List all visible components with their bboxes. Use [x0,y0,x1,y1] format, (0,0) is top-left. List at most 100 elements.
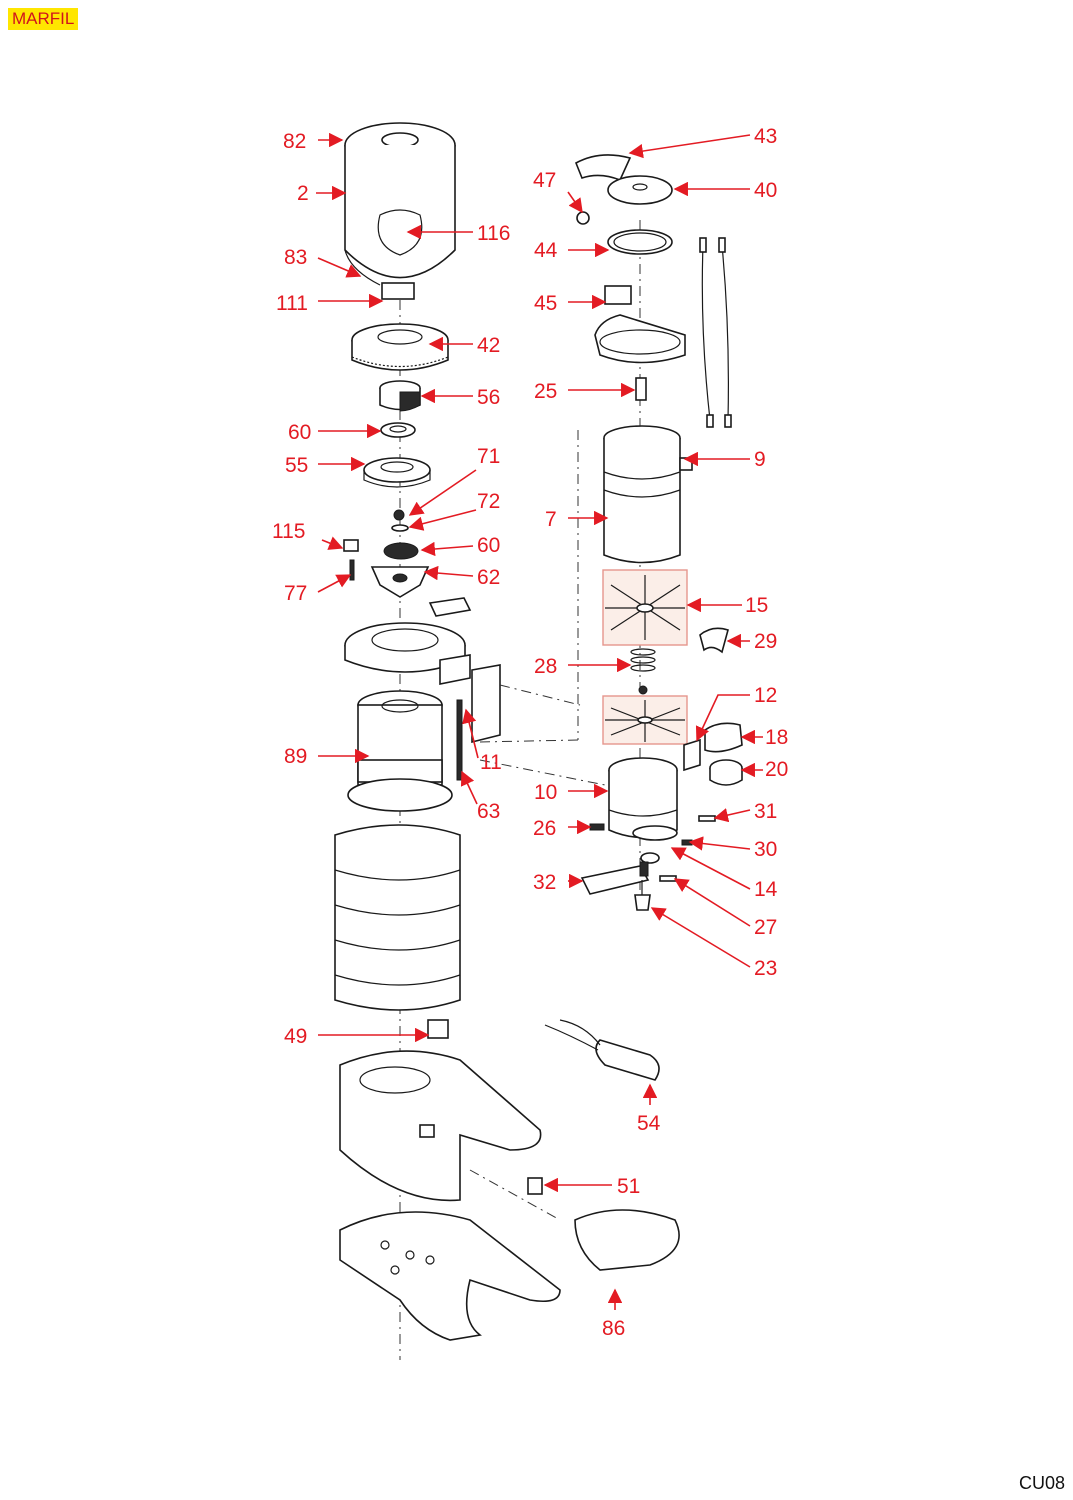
outlet-nozzle [634,880,651,911]
callout-115: 115 [272,520,344,550]
part-number-26: 26 [533,817,556,840]
upper-burr [380,422,416,438]
grinder-base [339,1050,542,1202]
callout-71: 71 [408,445,500,516]
knob-screw [576,211,590,225]
doser-spring [630,648,656,695]
part-number-56: 56 [477,386,500,409]
hopper [344,122,456,300]
part-number-20: 20 [765,758,788,781]
callout-63: 63 [460,770,500,823]
leader-line-27 [673,878,751,927]
capacitor [544,1019,660,1081]
part-number-9: 9 [754,448,766,471]
rubber-foot [527,1177,543,1195]
callout-56: 56 [420,386,500,409]
lever-pin [659,875,677,882]
linkage-dashes [479,739,606,786]
brand-label: MARFIL [8,8,79,30]
doser-funnel [594,314,686,364]
part-number-55: 55 [285,454,308,477]
callout-32: 32 [533,871,584,894]
part-number-23: 23 [754,957,777,980]
part-number-60: 60 [477,534,500,557]
callout-54: 54 [637,1083,661,1135]
leader-line-60 [420,541,474,557]
part-number-29: 29 [754,630,777,653]
doser-lid [607,175,673,205]
doser-spindle [635,377,647,401]
half-ring [699,627,729,654]
callout-62: 62 [423,565,500,589]
burr-flange [363,457,431,488]
motor-flange [344,622,471,685]
callout-23: 23 [650,907,777,980]
wire-pair [699,237,732,428]
burr-support [370,566,430,598]
part-number-15: 15 [745,594,768,617]
screw-pin [343,539,359,581]
leader-line-30 [688,836,751,851]
callout-89: 89 [284,745,370,768]
part-number-111: 111 [276,292,308,315]
callout-116: 116 [406,222,510,245]
callout-28: 28 [534,655,632,678]
part-number-63: 63 [477,800,500,823]
callout-86: 86 [602,1288,625,1340]
part-number-77: 77 [284,582,307,605]
callout-15: 15 [686,594,768,617]
callout-44: 44 [534,239,610,262]
leader-line-47 [567,191,583,214]
callout-30: 30 [688,836,777,861]
callout-43: 43 [628,125,777,159]
part-number-28: 28 [534,655,557,678]
leader-line-12 [695,694,750,742]
leader-line-31 [713,808,751,823]
part-number-11: 11 [480,751,502,774]
callout-20: 20 [740,758,788,781]
callout-25: 25 [534,380,636,403]
callout-60: 60 [288,421,382,444]
callout-27: 27 [673,878,777,939]
power-switch [427,1019,449,1039]
callout-26: 26 [533,817,592,840]
leader-line-11 [462,708,479,759]
part-number-116: 116 [477,222,510,245]
small-plate [428,597,472,617]
callout-82: 82 [283,130,344,153]
callout-60: 60 [420,534,500,557]
callout-7: 7 [545,508,609,531]
callout-51: 51 [543,1175,640,1198]
callout-42: 42 [428,334,500,357]
callout-9: 9 [683,448,766,471]
leader-line-71 [408,469,477,516]
part-number-51: 51 [617,1175,640,1198]
part-number-12: 12 [754,684,777,707]
dosing-vanes-group [602,569,688,745]
callout-31: 31 [713,800,777,823]
part-number-18: 18 [765,726,788,749]
part-number-31: 31 [754,800,777,823]
part-number-115: 115 [272,520,305,543]
part-number-72: 72 [477,490,500,513]
callout-49: 49 [284,1025,430,1048]
part-number-83: 83 [284,246,307,269]
lower-burr-set [383,509,419,560]
doser-lid-clip [574,154,632,182]
leader-line-62 [423,565,474,581]
leader-line-72 [408,509,477,531]
callout-29: 29 [726,630,777,653]
motor [347,690,453,812]
doser-body [608,757,678,841]
leader-line-23 [650,907,751,968]
leader-line-115 [321,536,344,550]
part-number-7: 7 [545,508,557,531]
leader-line-14 [670,847,751,890]
callout-2: 2 [297,182,347,205]
leader-line-43 [628,134,751,159]
part-number-42: 42 [477,334,500,357]
part-number-2: 2 [297,182,309,205]
part-number-40: 40 [754,179,777,202]
callout-55: 55 [285,454,366,477]
